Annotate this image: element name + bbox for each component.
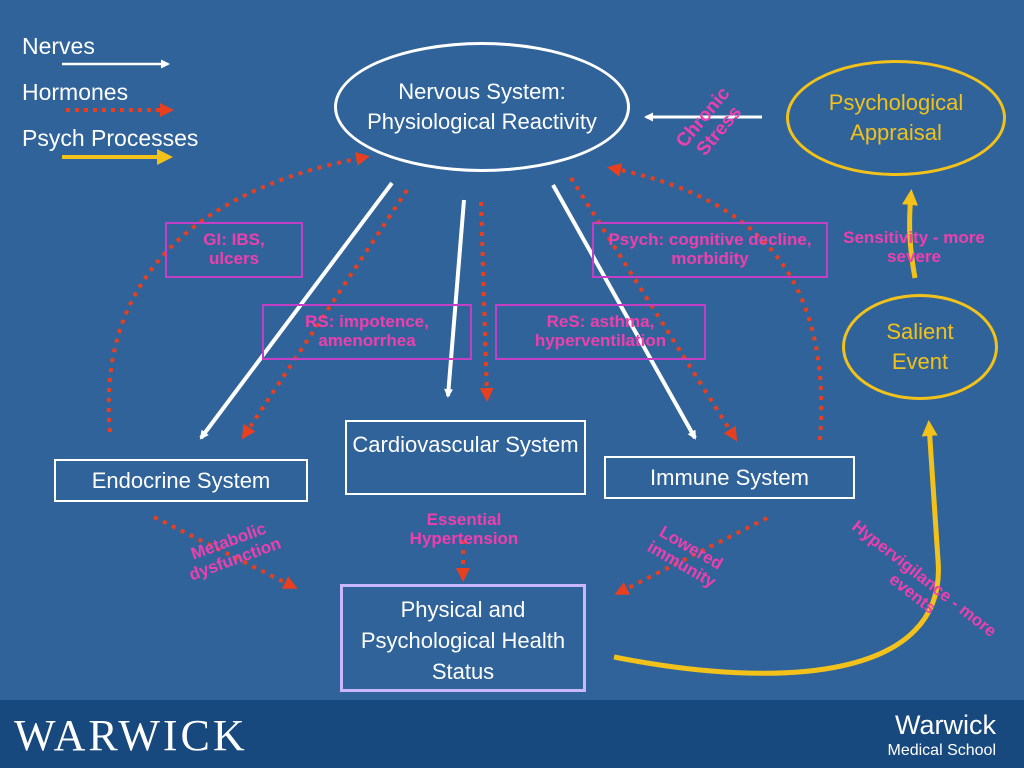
nervous-system-label: Nervous System: Physiological Reactivity xyxy=(367,79,597,134)
health-status-node: Physical and Psychological Health Status xyxy=(340,584,586,692)
salient-event-label: Salient Event xyxy=(886,319,954,374)
health-status-label: Physical and Psychological Health Status xyxy=(360,597,566,684)
warwick-medical-school-logo-subtitle: Medical School xyxy=(887,742,997,759)
footer-bar: WARWICK Warwick Medical School xyxy=(0,700,1024,768)
cardiovascular-system-label: Cardiovascular System xyxy=(352,432,579,457)
endocrine-system-label: Endocrine System xyxy=(91,468,271,493)
psychological-appraisal-node: Psychological Appraisal xyxy=(786,60,1006,176)
nerve-arrow-endocrine xyxy=(199,181,394,440)
hormone-arrow-immune xyxy=(569,176,738,442)
sensitivity-label: Sensitivity - more severe xyxy=(843,228,985,266)
warwick-medical-school-logo-title: Warwick xyxy=(895,710,996,740)
legend-nerves-label: Nerves xyxy=(22,33,95,59)
sensitivity-arrow xyxy=(902,189,919,279)
nervous-system-node: Nervous System: Physiological Reactivity xyxy=(334,42,630,172)
psych-label-box: Psych: cognitive decline, morbidity xyxy=(592,222,828,278)
gi-label: GI: IBS, ulcers xyxy=(203,230,265,268)
nerve-arrow-cardiovascular xyxy=(444,199,466,398)
hormone-arrow-cardiovascular xyxy=(479,201,494,402)
diagram-arrows xyxy=(62,59,941,676)
rs-label-box: RS: impotence, amenorrhea xyxy=(262,304,472,360)
essential-hypertension-label: Essential Hypertension xyxy=(409,510,519,548)
metabolic-arrow xyxy=(153,515,298,589)
immunity-arrow xyxy=(614,516,768,595)
immune-system-label: Immune System xyxy=(650,465,809,490)
hormone-feedback-endocrine xyxy=(106,151,370,433)
legend-psych-label: Psych Processes xyxy=(22,125,199,151)
gi-label-box: GI: IBS, ulcers xyxy=(165,222,303,278)
cardiovascular-system-node: Cardiovascular System xyxy=(345,420,586,495)
nerve-arrow-immune xyxy=(551,184,697,440)
psych-label: Psych: cognitive decline, morbidity xyxy=(608,230,812,268)
res-label: ReS: asthma, hyperventilation xyxy=(534,312,667,350)
salient-event-node: Salient Event xyxy=(842,294,998,400)
rs-label: RS: impotence, amenorrhea xyxy=(305,312,429,350)
hypervigilance-arrow xyxy=(613,420,941,676)
endocrine-system-node: Endocrine System xyxy=(54,459,308,502)
res-label-box: ReS: asthma, hyperventilation xyxy=(495,304,706,360)
psychological-appraisal-label: Psychological Appraisal xyxy=(828,90,964,145)
immune-system-node: Immune System xyxy=(604,456,855,499)
warwick-logo: WARWICK xyxy=(14,711,248,760)
legend-hormones-label: Hormones xyxy=(22,79,129,105)
hormone-feedback-immune xyxy=(607,163,824,441)
